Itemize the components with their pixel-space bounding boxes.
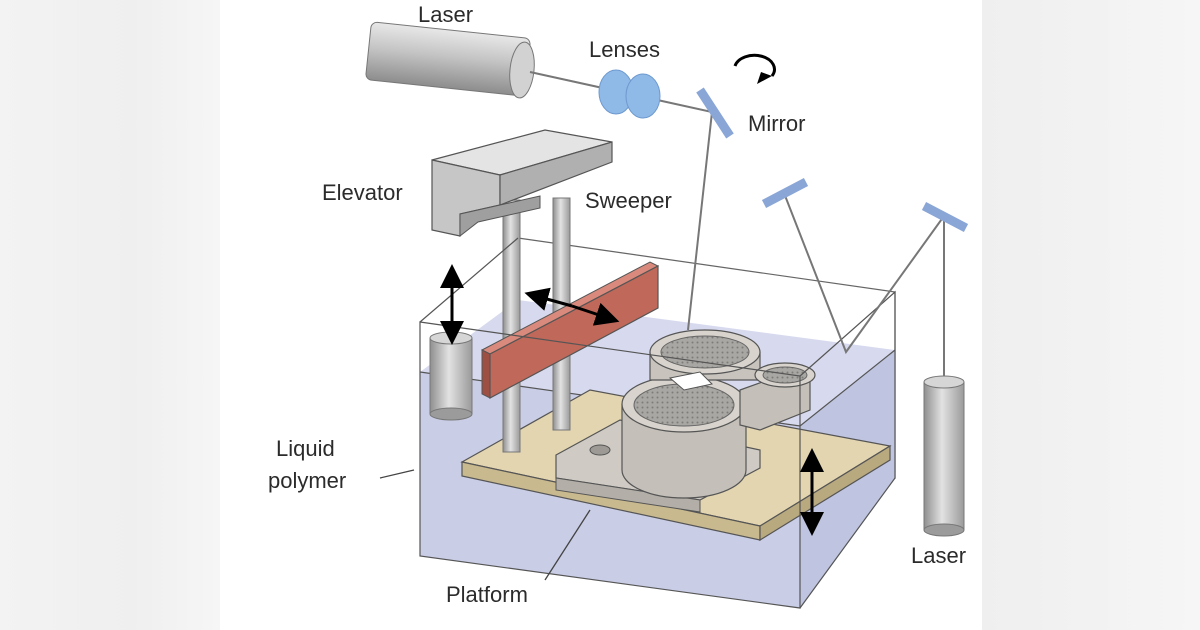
rotation-icon [733,53,776,84]
liquid-label-line2: polymer [268,468,346,493]
mirror-label: Mirror [748,111,805,136]
left-margin [0,0,220,630]
liquid-label-line1: Liquid [276,436,335,461]
leader-lines [379,469,591,581]
lenses-label: Lenses [589,37,660,62]
platform-label: Platform [446,582,528,607]
sweeper [480,261,660,400]
left-cylinder [429,331,473,421]
built-part [555,329,816,513]
lenses [598,69,661,119]
tank-front [419,237,896,609]
sweeper-label: Sweeper [585,188,672,213]
laser-label-right: Laser [911,543,966,568]
elevator [431,129,613,238]
laser-label-top: Laser [418,2,473,27]
laser-right [923,375,965,537]
elevator-label: Elevator [322,180,403,205]
mirrors [696,87,969,232]
right-margin [982,0,1200,630]
laser-top [365,21,535,99]
motion-arrows [440,264,824,536]
